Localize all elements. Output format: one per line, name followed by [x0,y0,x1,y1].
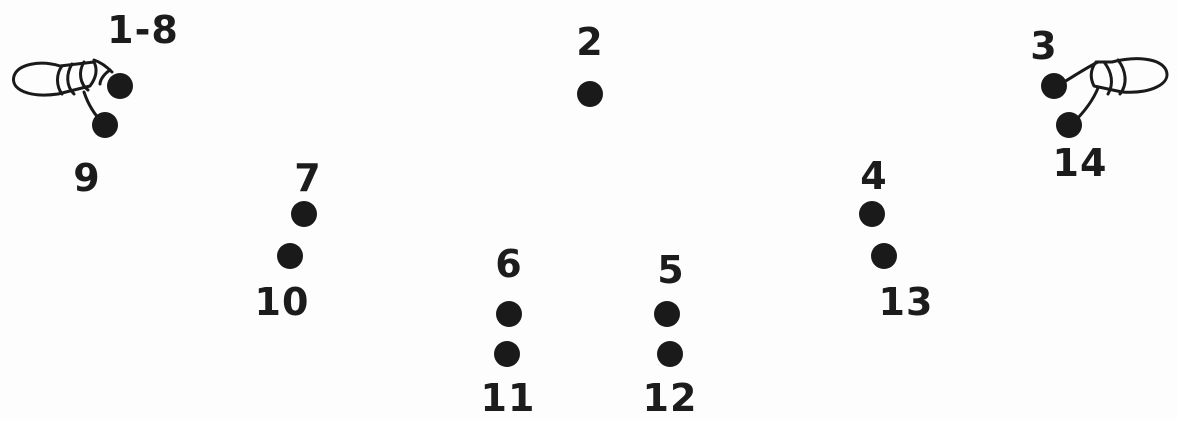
dot-11 [494,341,520,367]
dot-2 [577,81,603,107]
dot-9 [92,112,118,138]
label-14: 14 [1053,144,1108,182]
label-9: 9 [73,159,100,197]
label-7: 7 [294,159,321,197]
label-10: 10 [255,283,310,321]
dot-10 [277,243,303,269]
right-horn-icon [1064,59,1167,122]
label-12: 12 [643,379,698,417]
left-horn-icon [13,60,112,122]
label-1-8: 1-8 [107,11,179,49]
dot-6 [496,301,522,327]
dot-1-8 [107,73,133,99]
dot-4 [859,201,885,227]
dot-12 [657,341,683,367]
dot-7 [291,201,317,227]
dot-5 [654,301,680,327]
label-4: 4 [860,157,887,195]
label-2: 2 [576,23,603,61]
label-5: 5 [657,251,684,289]
label-6: 6 [495,245,522,283]
dot-3 [1041,73,1067,99]
label-11: 11 [481,379,536,417]
label-13: 13 [879,283,934,321]
dot-14 [1056,112,1082,138]
label-3: 3 [1030,27,1057,65]
dot-13 [871,243,897,269]
